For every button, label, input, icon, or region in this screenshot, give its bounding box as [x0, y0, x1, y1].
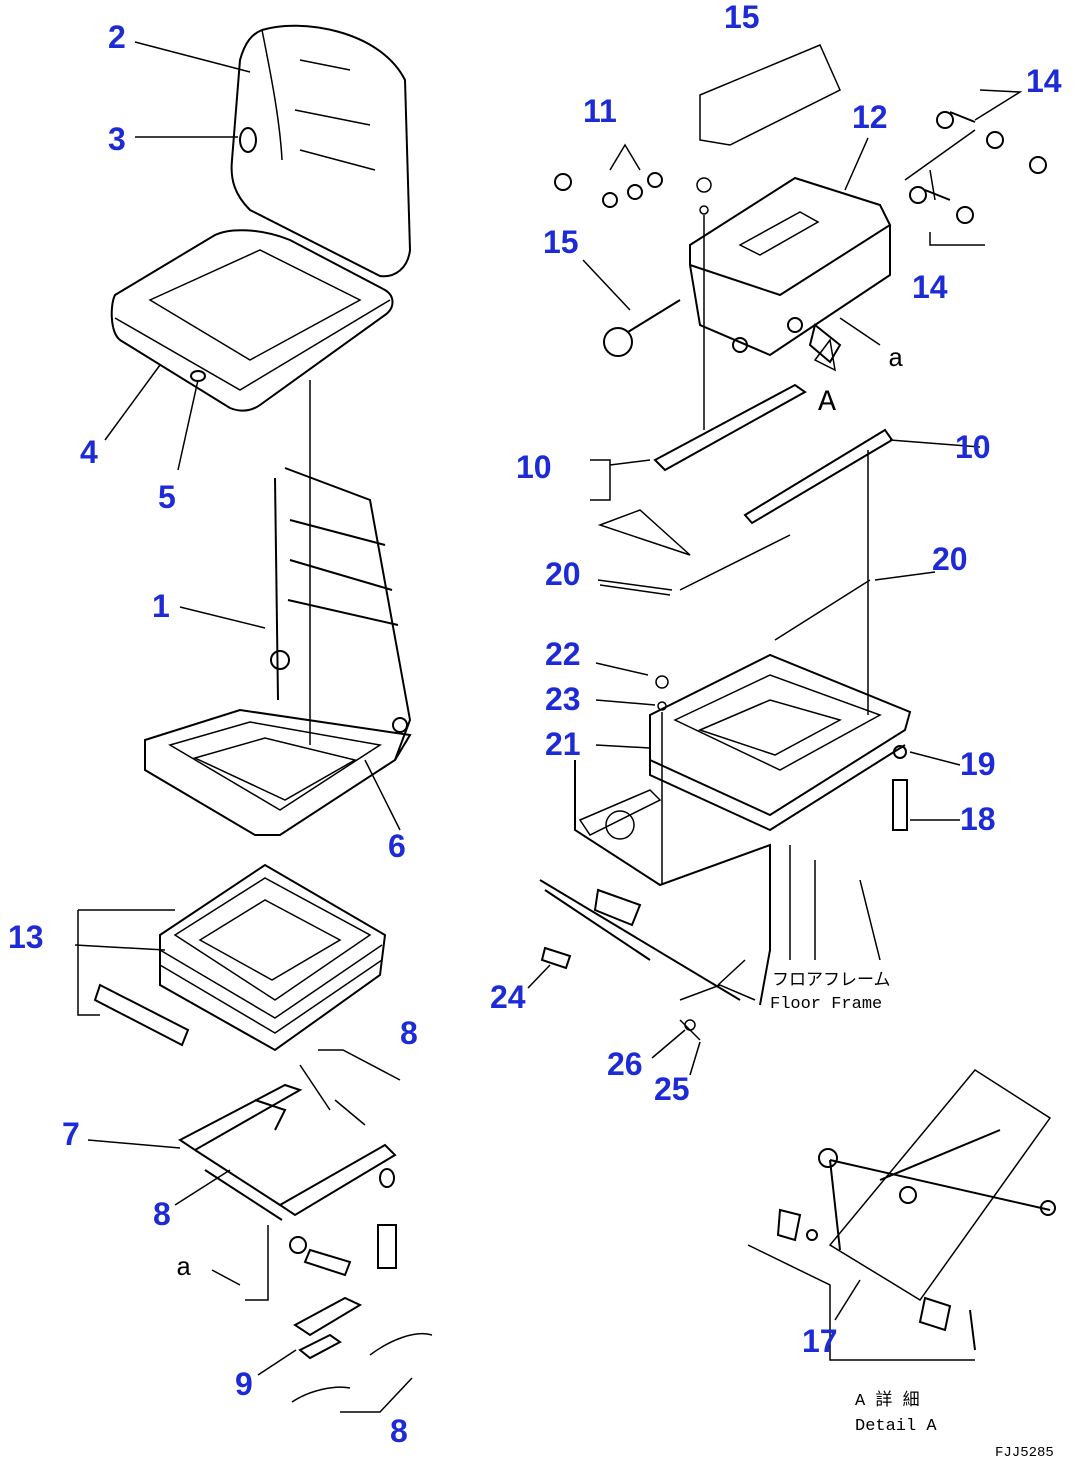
view-a-arrow-upper	[813, 338, 836, 372]
callout-2: 2	[108, 19, 126, 55]
slide-rail-assembly	[178, 1083, 397, 1277]
callout-10-bracket	[590, 459, 651, 501]
callout-21: 21	[545, 726, 581, 762]
callout-9: 9	[235, 1366, 253, 1402]
callout-8-bracket-upper	[299, 1049, 401, 1126]
seat-frame	[144, 467, 412, 836]
cables-20	[599, 534, 871, 641]
bolt-18-19	[892, 745, 908, 831]
callout-22: 22	[545, 636, 581, 672]
leader-floor-bolts	[679, 984, 756, 1041]
slide-rails	[597, 383, 894, 556]
bolt-parts-11	[554, 172, 663, 208]
backrest-cushion	[230, 24, 412, 278]
callout-17: 17	[802, 1323, 838, 1359]
callout-8-lower: 8	[390, 1413, 408, 1449]
callout-6: 6	[388, 828, 406, 864]
detail-a-en-label: Detail A	[855, 1417, 937, 1436]
callout-13: 13	[8, 919, 44, 955]
callout-18: 18	[960, 801, 996, 837]
bolt-22	[655, 675, 669, 689]
floor-frame-jp-label: フロアフレーム	[772, 971, 891, 991]
floor-frame-en-label: Floor Frame	[770, 995, 882, 1014]
callout-8-upper: 8	[400, 1015, 418, 1051]
callout-leaders	[87, 41, 981, 1376]
arrow-a-label-left: a	[176, 1253, 192, 1283]
washer-upper	[696, 177, 712, 193]
view-a-label: A	[818, 386, 836, 420]
leader-a-upper	[839, 317, 881, 346]
drawing-code: FJJ5285	[995, 1445, 1054, 1461]
callout-20-left: 20	[545, 556, 581, 592]
callout-11-bracket	[609, 143, 641, 171]
callout-15-bracket-upper	[699, 44, 841, 146]
detail-a-linkage	[747, 1069, 1056, 1361]
callout-12: 12	[852, 99, 888, 135]
callout-20-right: 20	[932, 541, 968, 577]
callout-3: 3	[108, 121, 126, 157]
callout-15-upper: 15	[724, 0, 760, 35]
callout-10-left: 10	[516, 449, 552, 485]
nut-26	[684, 1019, 696, 1031]
callout-8-middle: 8	[153, 1196, 171, 1232]
callout-4: 4	[80, 434, 98, 470]
bolt-parts-14	[909, 111, 1047, 224]
detail-a-jp-label: A 詳 細	[855, 1390, 920, 1411]
callout-11: 11	[583, 93, 617, 129]
suspension-unit	[93, 863, 387, 1052]
callout-7: 7	[62, 1116, 80, 1152]
seat-base-plate	[649, 653, 912, 832]
knob-15	[603, 299, 681, 357]
lever-parts	[291, 1296, 433, 1413]
callout-5: 5	[158, 479, 176, 515]
callout-25: 25	[654, 1071, 690, 1107]
arrow-a-label-right: a	[888, 344, 904, 374]
callout-24: 24	[490, 979, 526, 1015]
callout-14-upper: 14	[1026, 63, 1062, 99]
seat-cushion	[110, 229, 394, 412]
washer-23	[657, 701, 667, 711]
callout-13-bracket	[74, 909, 175, 1016]
callout-14-lower: 14	[912, 269, 948, 305]
callout-10-right: 10	[955, 429, 991, 465]
callout-26: 26	[607, 1046, 643, 1082]
washer-small	[699, 205, 709, 215]
seat-slider-unit	[689, 176, 892, 364]
callout-23: 23	[545, 681, 581, 717]
callout-1: 1	[152, 588, 170, 624]
view-a-arrow-lower	[211, 1225, 269, 1301]
callout-19: 19	[960, 746, 996, 782]
callout-14-brackets	[904, 89, 1023, 246]
callout-15-middle: 15	[543, 224, 579, 260]
floor-frame	[539, 760, 881, 1006]
